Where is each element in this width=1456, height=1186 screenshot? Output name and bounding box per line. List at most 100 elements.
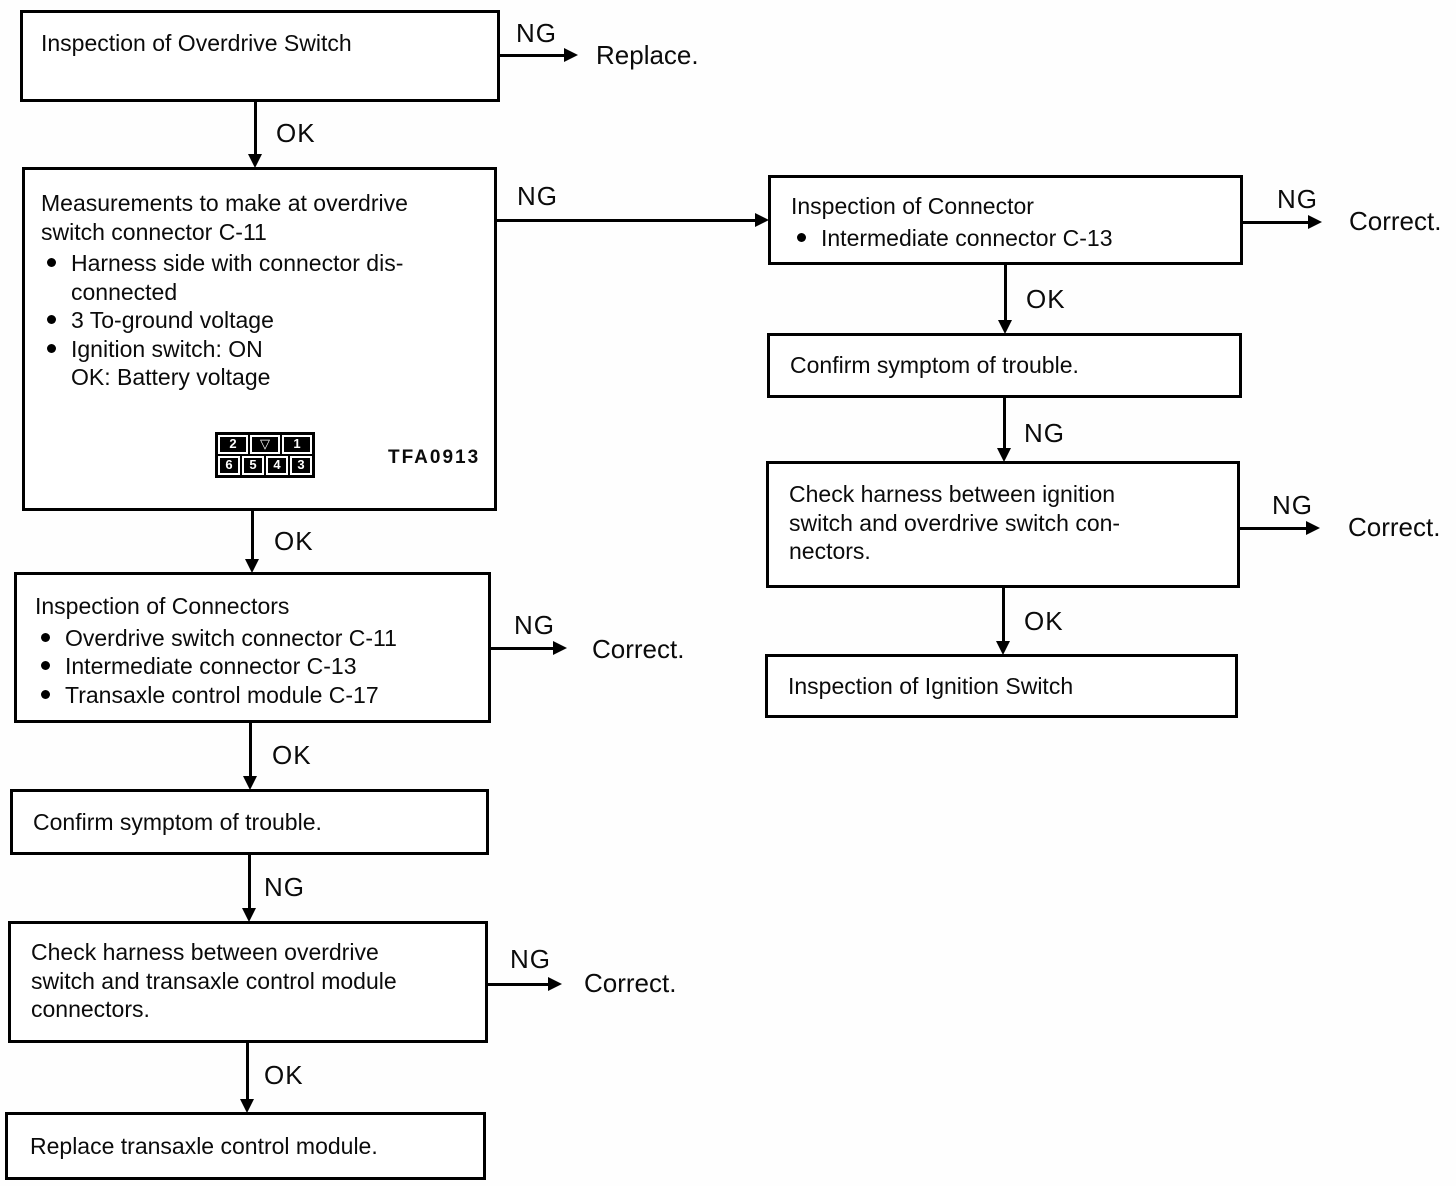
terminal-replace: Replace. xyxy=(596,40,699,70)
bullet-icon xyxy=(35,652,65,681)
connector-line xyxy=(254,102,257,154)
bullet-text: Ignition switch: ON OK: Battery voltage xyxy=(71,335,271,391)
pin-4: 4 xyxy=(266,456,288,475)
connector-line xyxy=(246,1043,249,1099)
arrow-down-icon xyxy=(243,776,257,790)
bullet-text: Harness side with connector dis- connect… xyxy=(71,250,404,305)
bullet-list: Harness side with connector dis- connect… xyxy=(41,249,484,392)
pin-2: 2 xyxy=(218,435,248,454)
terminal-correct: Correct. xyxy=(584,968,677,998)
arrow-right-icon xyxy=(564,48,578,62)
connector-line xyxy=(251,511,254,559)
bullet-icon xyxy=(41,335,71,392)
flow-box-confirm-symptom-right: Confirm symptom of trouble. xyxy=(767,333,1242,398)
ok-label: OK xyxy=(276,118,316,148)
connector-line xyxy=(1240,527,1306,530)
terminal-correct: Correct. xyxy=(1349,206,1442,236)
flow-box-inspection-connectors: Inspection of Connectors Overdrive switc… xyxy=(14,572,491,723)
box-title: Inspection of Connector xyxy=(791,193,1034,219)
connector-pinout-figure: 2 ▽ 1 6 5 4 3 xyxy=(215,432,315,478)
box-title: Confirm symptom of trouble. xyxy=(790,352,1079,379)
box-title: Inspection of Ignition Switch xyxy=(788,672,1074,699)
box-title: Check harness between ignition switch an… xyxy=(789,481,1121,565)
flow-box-check-harness-right: Check harness between ignition switch an… xyxy=(766,461,1240,588)
flow-box-check-harness-left: Check harness between overdrive switch a… xyxy=(8,921,488,1043)
pin-3: 3 xyxy=(290,456,312,475)
ok-label: OK xyxy=(272,740,312,770)
bullet-list: Intermediate connector C-13 xyxy=(791,224,1230,253)
box-title: Confirm symptom of trouble. xyxy=(33,808,322,835)
arrow-right-icon xyxy=(553,641,567,655)
connector-notch-icon: ▽ xyxy=(250,435,280,454)
list-item: Overdrive switch connector C-11 xyxy=(35,624,478,653)
arrow-down-icon xyxy=(996,641,1010,655)
arrow-right-icon xyxy=(1308,215,1322,229)
arrow-down-icon xyxy=(240,1099,254,1113)
box-title: Inspection of Connectors xyxy=(35,593,290,619)
box-title: Check harness between overdrive switch a… xyxy=(31,939,397,1023)
list-item: Transaxle control module C-17 xyxy=(35,681,478,710)
connector-line xyxy=(1003,398,1006,448)
bullet-text: Intermediate connector C-13 xyxy=(821,224,1113,251)
bullet-icon xyxy=(35,681,65,710)
terminal-correct: Correct. xyxy=(1348,512,1441,542)
arrow-down-icon xyxy=(242,908,256,922)
pin-5: 5 xyxy=(242,456,264,475)
list-item: Ignition switch: ON OK: Battery voltage xyxy=(41,335,484,392)
box-title: Replace transaxle control module. xyxy=(30,1132,378,1159)
terminal-correct: Correct. xyxy=(592,634,685,664)
ng-label: NG xyxy=(514,610,555,640)
flow-box-inspection-connector-right: Inspection of Connector Intermediate con… xyxy=(768,175,1243,265)
arrow-right-icon xyxy=(548,977,562,991)
bullet-icon xyxy=(41,306,71,335)
list-item: Intermediate connector C-13 xyxy=(791,224,1230,253)
connector-line xyxy=(1002,588,1005,641)
bullet-icon xyxy=(41,249,71,306)
bullet-list: Overdrive switch connector C-11 Intermed… xyxy=(35,624,478,710)
connector-line xyxy=(248,855,251,908)
pin-row-top: 2 ▽ 1 xyxy=(218,435,312,454)
box-title: Measurements to make at overdrive switch… xyxy=(41,190,408,245)
ng-label: NG xyxy=(510,944,551,974)
bullet-text: Intermediate connector C-13 xyxy=(65,653,357,680)
arrow-down-icon xyxy=(248,154,262,168)
pin-row-bottom: 6 5 4 3 xyxy=(218,456,312,475)
ng-label: NG xyxy=(1277,184,1318,214)
connector-line xyxy=(1004,265,1007,320)
connector-line xyxy=(497,219,755,222)
ng-label: NG xyxy=(516,18,557,48)
connector-line xyxy=(488,983,548,986)
ok-label: OK xyxy=(274,526,314,556)
pin-1: 1 xyxy=(282,435,312,454)
ng-label: NG xyxy=(264,872,305,902)
connector-line xyxy=(491,647,553,650)
arrow-down-icon xyxy=(998,320,1012,334)
flow-box-replace-tcm: Replace transaxle control module. xyxy=(5,1112,486,1180)
ok-label: OK xyxy=(1026,284,1066,314)
bullet-text: Transaxle control module C-17 xyxy=(65,681,379,708)
pin-6: 6 xyxy=(218,456,240,475)
connector-line xyxy=(500,54,564,57)
flow-box-confirm-symptom-left: Confirm symptom of trouble. xyxy=(10,789,489,855)
list-item: 3 To-ground voltage xyxy=(41,306,484,335)
ng-label: NG xyxy=(1272,490,1313,520)
ng-label: NG xyxy=(1024,418,1065,448)
bullet-text: Overdrive switch connector C-11 xyxy=(65,624,397,651)
arrow-down-icon xyxy=(997,448,1011,462)
ok-label: OK xyxy=(1024,606,1064,636)
list-item: Harness side with connector dis- connect… xyxy=(41,249,484,306)
bullet-text: 3 To-ground voltage xyxy=(71,307,274,334)
ok-label: OK xyxy=(264,1060,304,1090)
flow-box-inspection-overdrive-switch: Inspection of Overdrive Switch xyxy=(20,10,500,102)
list-item: Intermediate connector C-13 xyxy=(35,652,478,681)
bullet-icon xyxy=(791,224,821,253)
bullet-icon xyxy=(35,624,65,653)
connector-line xyxy=(1243,221,1308,224)
box-title: Inspection of Overdrive Switch xyxy=(41,30,352,56)
arrow-down-icon xyxy=(245,559,259,573)
flow-box-inspection-ignition-switch: Inspection of Ignition Switch xyxy=(765,654,1238,718)
connector-line xyxy=(249,723,252,776)
arrow-right-icon xyxy=(1306,521,1320,535)
ng-label: NG xyxy=(517,181,558,211)
